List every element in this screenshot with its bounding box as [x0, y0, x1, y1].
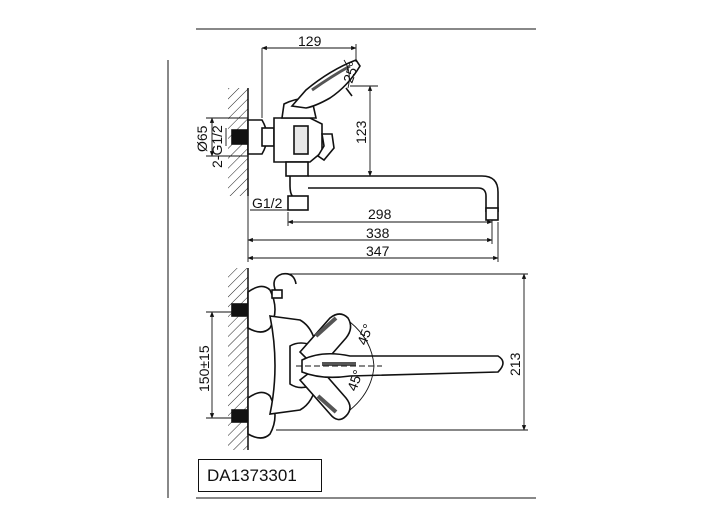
dim-298-label: 298: [368, 206, 392, 222]
dim-g12-label: G1/2: [252, 195, 283, 211]
lever-positions: [298, 313, 504, 421]
frame: [167, 28, 536, 499]
dim-150: [206, 311, 248, 419]
dim-horizontal-lengths: [247, 196, 499, 262]
dim-347-label: 347: [366, 243, 390, 259]
side-view: 129 25° 123 Ø65 2-G1/2 G1/2: [194, 33, 499, 262]
holder-hook: [271, 272, 297, 299]
dim-2g12-label: 2-G1/2: [209, 125, 225, 168]
eccentric-upper: [231, 285, 276, 333]
model-code-box: DA1373301: [198, 459, 322, 492]
model-code: DA1373301: [207, 465, 297, 485]
dim-25deg-label: 25°: [340, 60, 362, 85]
dim-phi65: [206, 117, 248, 157]
dim-129: [261, 44, 357, 118]
dim-25deg: [343, 59, 350, 89]
dim-phi65-label: Ø65: [194, 125, 210, 152]
dim-45-bottom-label: 45°: [344, 368, 366, 393]
dim-150-label: 150±15: [196, 345, 212, 392]
dim-129-label: 129: [298, 33, 322, 49]
spout-side: [287, 175, 499, 221]
dim-213-label: 213: [507, 352, 523, 376]
mixer-body-side: [273, 117, 335, 177]
dim-338-label: 338: [366, 225, 390, 241]
front-view: 45° 45° 150±15 213: [196, 268, 528, 450]
eccentric-lower: [231, 391, 276, 439]
lever-side: [281, 59, 361, 119]
angle-arcs: [296, 321, 382, 411]
dim-213: [276, 273, 528, 431]
dim-45-top-label: 45°: [354, 322, 376, 347]
dim-123: [350, 85, 378, 177]
dim-123-label: 123: [353, 120, 369, 144]
